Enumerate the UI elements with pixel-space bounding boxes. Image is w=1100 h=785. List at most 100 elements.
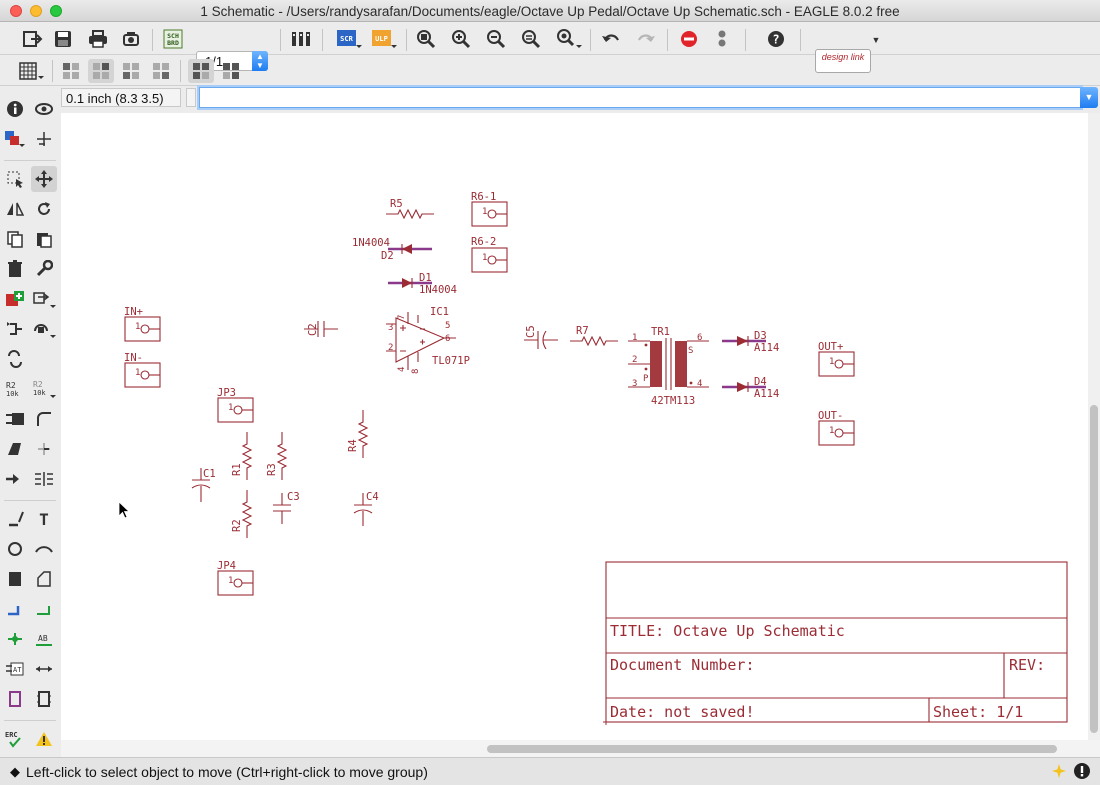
view-split-2-icon[interactable] <box>218 59 244 83</box>
line-icon[interactable] <box>2 506 28 532</box>
display-layers-icon[interactable] <box>2 126 28 152</box>
save-icon[interactable] <box>50 27 76 51</box>
c2-capacitor[interactable]: C2 <box>304 321 338 337</box>
zoom-fit-icon[interactable] <box>413 27 439 51</box>
net-icon[interactable] <box>2 596 28 622</box>
pin-swap-icon[interactable] <box>2 406 28 432</box>
schematic-canvas[interactable]: .r { stroke: #9b2c34; fill: none; stroke… <box>61 113 1088 740</box>
zoom-redraw-icon[interactable] <box>518 27 544 51</box>
invoke-icon[interactable] <box>2 316 28 342</box>
attribute-icon[interactable]: AT <box>2 656 28 682</box>
undo-icon[interactable] <box>598 27 624 51</box>
sheet-spinner[interactable]: 1/1 ▲▼ <box>196 51 268 71</box>
design-link-icon[interactable]: design link <box>815 49 871 73</box>
redo-icon[interactable] <box>633 27 659 51</box>
arc-icon[interactable] <box>31 536 57 562</box>
rectangle-icon[interactable] <box>2 566 28 592</box>
script-icon[interactable]: SCR <box>335 27 363 51</box>
ulp-icon[interactable]: ULP <box>370 27 398 51</box>
r6-2-connector[interactable]: R6-2 1 <box>471 236 508 273</box>
jp4-connector[interactable]: JP4 1 <box>217 560 254 596</box>
out-plus-connector[interactable]: OUT+ 1 <box>818 341 855 377</box>
close-window-button[interactable] <box>10 5 22 17</box>
spinner-arrows-icon[interactable]: ▲▼ <box>252 51 268 71</box>
show-icon[interactable] <box>31 96 57 122</box>
zoom-window-button[interactable] <box>50 5 62 17</box>
replace-icon[interactable] <box>31 286 57 312</box>
r2-resistor[interactable]: R2 <box>231 490 253 538</box>
cam-icon[interactable] <box>118 27 144 51</box>
command-line-input[interactable] <box>199 87 1081 108</box>
mark-icon[interactable] <box>31 126 57 152</box>
align-icon[interactable] <box>31 466 57 492</box>
miter-icon[interactable] <box>31 406 57 432</box>
dimension-icon[interactable] <box>31 656 57 682</box>
d1-diode[interactable]: D1 1N4004 <box>388 272 457 296</box>
export-icon[interactable] <box>20 27 46 51</box>
erc-icon[interactable]: ERC <box>2 726 28 752</box>
command-menu-button[interactable] <box>186 88 196 107</box>
c3-capacitor[interactable]: C3 <box>273 491 300 524</box>
r1-resistor[interactable]: R1 <box>231 432 253 480</box>
in-minus-connector[interactable]: IN- 1 <box>124 352 161 388</box>
split-icon[interactable] <box>2 436 28 462</box>
go-icon[interactable] <box>709 27 735 51</box>
zoom-in-icon[interactable] <box>448 27 474 51</box>
stop-icon[interactable] <box>676 27 702 51</box>
r6-1-connector[interactable]: R6-1 1 <box>471 191 508 227</box>
sparkle-icon[interactable] <box>1051 763 1067 779</box>
optimize-icon[interactable] <box>31 436 57 462</box>
r5-resistor[interactable]: R5 <box>386 198 434 220</box>
d2-diode[interactable]: 1N4004 D2 <box>352 237 432 262</box>
in-plus-connector[interactable]: IN+ 1 <box>124 306 161 342</box>
d3-diode[interactable]: D3 A114 <box>722 330 779 354</box>
layer-view-2-icon[interactable] <box>88 59 114 83</box>
r4-resistor[interactable]: R4 <box>347 410 369 458</box>
polygon-icon[interactable] <box>31 566 57 592</box>
smash-icon[interactable] <box>31 316 57 342</box>
d4-diode[interactable]: D4 A114 <box>722 376 779 400</box>
command-history-dropdown-icon[interactable]: ▼ <box>1080 87 1098 108</box>
c4-capacitor[interactable]: C4 <box>353 491 379 526</box>
bus-icon[interactable] <box>31 596 57 622</box>
ic1-opamp[interactable]: IC1 TL071P 3 2 5 6 7 4 8 <box>386 306 470 374</box>
copy-icon[interactable] <box>2 226 28 252</box>
text-icon[interactable]: T <box>31 506 57 532</box>
alert-icon[interactable] <box>1073 762 1091 780</box>
module-icon[interactable] <box>31 686 57 712</box>
warning-icon[interactable] <box>31 726 57 752</box>
layer-view-3-icon[interactable] <box>118 59 144 83</box>
add-part-icon[interactable] <box>2 286 28 312</box>
design-link-dropdown-icon[interactable]: ▼ <box>871 35 881 45</box>
r7-resistor[interactable]: R7 <box>570 325 618 347</box>
view-split-1-icon[interactable] <box>188 59 214 83</box>
vertical-scroll-thumb[interactable] <box>1090 405 1098 733</box>
paste-icon[interactable] <box>31 226 57 252</box>
zoom-out-icon[interactable] <box>483 27 509 51</box>
change-icon[interactable] <box>31 256 57 282</box>
delete-icon[interactable] <box>2 256 28 282</box>
library-icon[interactable] <box>288 27 314 51</box>
grid-icon[interactable] <box>16 59 46 83</box>
zoom-select-icon[interactable] <box>555 27 583 51</box>
jp3-connector[interactable]: JP3 1 <box>217 387 254 423</box>
help-icon[interactable]: ? <box>763 27 789 51</box>
group-icon[interactable] <box>2 466 28 492</box>
select-icon[interactable] <box>2 166 28 192</box>
rotate-icon[interactable] <box>31 196 57 222</box>
layer-view-4-icon[interactable] <box>148 59 174 83</box>
horizontal-scroll-thumb[interactable] <box>487 745 1057 753</box>
label-icon[interactable]: AB <box>31 626 57 652</box>
mirror-icon[interactable] <box>2 196 28 222</box>
r3-resistor[interactable]: R3 <box>266 432 288 480</box>
minimize-window-button[interactable] <box>30 5 42 17</box>
circle-icon[interactable] <box>2 536 28 562</box>
c5-capacitor[interactable]: C5 <box>524 325 558 350</box>
junction-icon[interactable] <box>2 626 28 652</box>
tr1-transformer[interactable]: TR1 42TM113 1 2 3 6 4 S P <box>628 326 709 407</box>
layer-view-1-icon[interactable] <box>58 59 84 83</box>
swap-gate-icon[interactable] <box>2 346 28 372</box>
c1-capacitor[interactable]: C1 <box>191 468 216 502</box>
